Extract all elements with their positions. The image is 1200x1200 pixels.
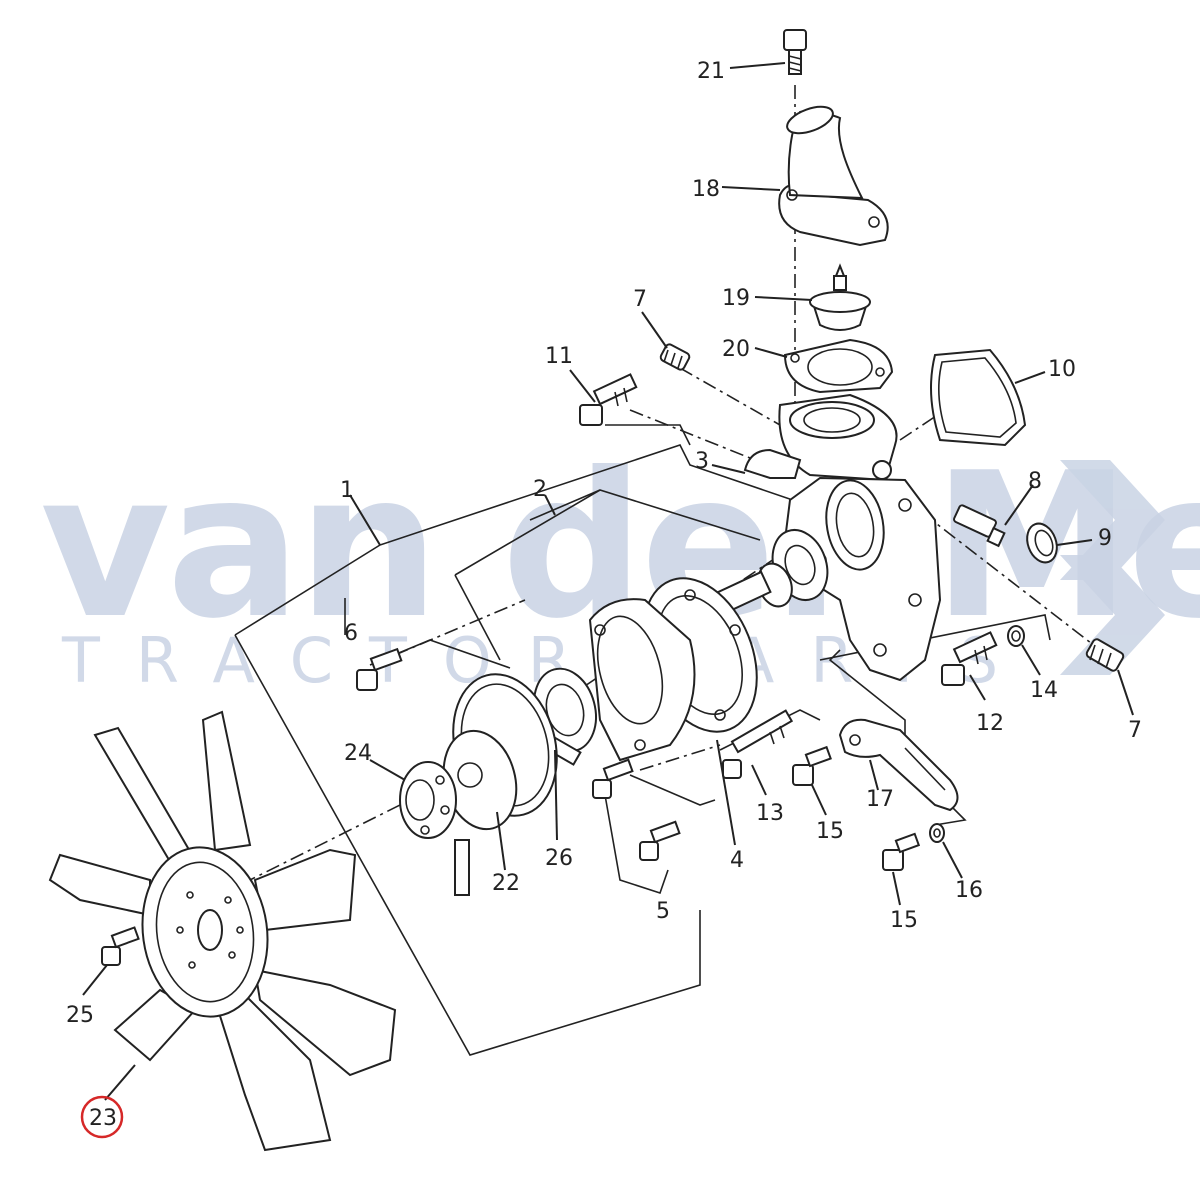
callout-17: 17 [866,787,894,812]
part-20-gasket [783,338,894,394]
part-4-pump-case [588,598,696,762]
part-7-plug-top [659,343,691,371]
callout-12: 12 [976,711,1004,736]
part-1-pump-body [783,476,942,682]
callout-25: 25 [66,1003,94,1028]
leader-lines [82,62,1134,1101]
callout-20: 20 [722,337,750,362]
callout-2: 2 [533,477,547,502]
callout-23: 23 [89,1106,117,1131]
callout-18: 18 [692,177,720,202]
part-17-bracket [838,718,959,812]
watermark-subtitle: TRACTOR PARTS [61,624,1034,697]
callout-23-highlight-circle [80,1095,124,1139]
callout-labels: 21 18 19 20 7 11 10 3 8 9 1 2 6 14 12 7 … [66,59,1142,1139]
callout-14: 14 [1030,678,1058,703]
callout-21: 21 [697,59,725,84]
part-23-fan [48,710,397,1152]
callout-6: 6 [344,621,358,646]
callout-24: 24 [344,741,372,766]
callout-15-upper: 15 [816,819,844,844]
callout-7-top: 7 [633,287,647,312]
callout-10: 10 [1048,357,1076,382]
part-14-washer [1007,625,1025,647]
callout-16: 16 [955,878,983,903]
assembly-bracket-2 [454,489,761,661]
part-3-thermostat-housing [743,393,898,482]
part-16-washer [929,823,945,843]
part-10-gasket [930,348,1027,447]
part-6-bolt [356,647,403,691]
callout-1: 1 [340,478,354,503]
part-24-hub [399,761,457,839]
part-19-thermostat [809,263,871,331]
callout-26: 26 [545,846,573,871]
part-15-bolt-lower [882,832,921,871]
callout-11: 11 [545,344,573,369]
callout-13: 13 [756,801,784,826]
part-25-bolt [101,926,140,966]
callout-9: 9 [1098,526,1112,551]
part-13-stud-bolt [722,709,794,779]
part-11-bolt [579,373,638,426]
callout-4: 4 [730,848,744,873]
callout-19: 19 [722,286,750,311]
part-9-seal [1026,522,1058,564]
part-21-bolt [783,29,807,75]
bracket-line-5 [604,774,716,895]
part-18-outlet-elbow [778,105,889,247]
callout-3: 3 [695,449,709,474]
callout-22: 22 [492,871,520,896]
callout-8: 8 [1028,469,1042,494]
part-22-pulley [442,673,558,896]
callout-7-right: 7 [1128,718,1142,743]
part-7-plug-right [1085,638,1125,672]
part-12-bolt [941,631,998,686]
callout-5: 5 [656,899,670,924]
part-5-bolts [592,758,681,861]
callout-15-lower: 15 [890,908,918,933]
part-15-bolt-upper [792,745,832,786]
part-8-sensor [953,504,1006,548]
